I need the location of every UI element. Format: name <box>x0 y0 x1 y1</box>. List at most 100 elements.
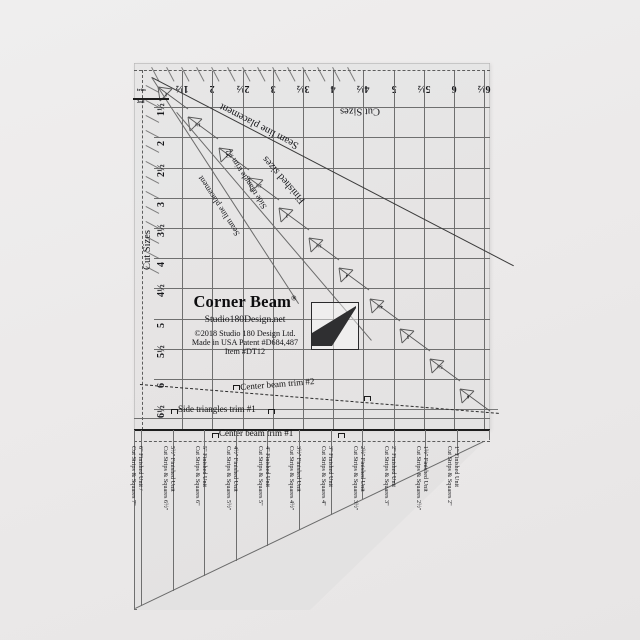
step-horizontal <box>166 288 378 290</box>
product-title: Corner Beam® <box>170 292 320 312</box>
bottom-unit-tick <box>235 430 237 441</box>
beam-triangle-logo-icon <box>311 302 359 350</box>
corner-2nd-label: 2nd <box>137 99 145 104</box>
left-tick-label: 4 <box>156 261 167 268</box>
bottom-unit-tick <box>299 430 300 441</box>
left-scale-gridline <box>154 107 490 108</box>
step-horizontal <box>166 409 499 410</box>
cb1-bracket-left <box>212 433 219 438</box>
center-beam-trim-1-dashline <box>134 441 490 442</box>
left-tick-label: 6½ <box>156 405 167 419</box>
product-copyright: ©2018 Studio 180 Design Ltd. <box>194 329 296 338</box>
cb2-bracket-left <box>233 385 240 390</box>
left-cut-sizes-label: Cut Sizes <box>142 230 153 270</box>
bottom-unit-tick <box>267 430 269 441</box>
bottom-unit-divider <box>267 441 269 546</box>
cb2-bracket-right <box>364 396 371 401</box>
left-tick-label: 2 <box>156 141 167 147</box>
bottom-unit-tick <box>425 430 427 441</box>
bottom-unit-cut: Cut Strips & Squares 4" <box>319 446 327 506</box>
finished-size-arrow-icon <box>218 147 249 170</box>
center-beam-trim-1-label: Center beam trim #1 <box>219 428 294 438</box>
bottom-unit-tick <box>204 430 205 441</box>
bottom-unit-finished: 4½" Finished Unit <box>232 446 240 492</box>
bottom-unit-cut: Cut Strips & Squares 6½" <box>161 446 169 511</box>
product-title-text: Corner Beam <box>193 292 292 311</box>
ruler-main-body <box>134 63 490 430</box>
step-horizontal <box>166 228 317 229</box>
corner-2nd-trim-bar <box>133 98 169 100</box>
finished-size-number: 3 <box>286 213 289 219</box>
bottom-unit-divider <box>330 441 332 516</box>
bottom-unit-divider <box>172 441 174 591</box>
top-scale-gridline <box>182 71 183 430</box>
left-tick-label: 5 <box>156 322 167 328</box>
bottom-unit-divider <box>141 441 142 607</box>
side-triangles-trim-1-label: Side triangles trim #1 <box>178 404 256 414</box>
corner-trim-label: trim <box>137 87 146 92</box>
step-horizontal <box>166 318 408 320</box>
bottom-unit-finished: 6" Finished Unit / <box>137 446 145 491</box>
finished-size-arrow-icon <box>187 116 219 140</box>
product-item-number: Item #DT12 <box>224 347 266 356</box>
top-scale-gridline <box>303 71 304 430</box>
step-vertical <box>303 83 304 234</box>
step-horizontal <box>166 258 348 259</box>
bottom-unit-cut: Cut Strips & Squares 4½" <box>287 446 295 511</box>
finished-size-arrow-icon <box>248 177 280 201</box>
step-horizontal <box>166 137 227 139</box>
left-dashed-edge <box>142 70 143 430</box>
left-tick-label: 5½ <box>156 344 167 358</box>
cb1-bracket-right <box>338 433 345 438</box>
bottom-unit-cut: Cut Strips & Squares 6" <box>193 446 201 506</box>
brand-block: Corner Beam® Studio180Design.net ©2018 S… <box>170 292 320 356</box>
left-scale-gridline <box>154 167 490 169</box>
finished-size-number: 5 <box>406 334 410 340</box>
finished-size-arrow-icon <box>399 328 431 352</box>
bottom-unit-divider <box>425 441 427 470</box>
product-website: Studio180Design.net <box>204 314 286 325</box>
bottom-unit-label: 6" Finished Unit /Cut Strips & Squares 7… <box>130 446 145 506</box>
side-triangles-trim-1-line <box>134 418 490 419</box>
top-scale-gridline <box>212 71 214 430</box>
bottom-unit-finished: 2½" Finished Unit <box>358 446 366 492</box>
left-tick-label: 4½ <box>156 284 167 298</box>
st1-bracket-left <box>171 409 178 414</box>
bottom-unit-divider <box>204 441 205 576</box>
left-scale-gridline <box>154 197 490 199</box>
bottom-unit-cut: Cut Strips & Squares 5" <box>256 446 264 506</box>
bottom-unit-finished: 1½" Finished Unit <box>421 446 429 492</box>
finished-size-number: 5½ <box>437 364 443 370</box>
bottom-unit-tick <box>393 430 395 441</box>
bottom-unit-cut: Cut Strips & Squares 2" <box>445 446 453 506</box>
product-origin: Made in USA Patent #D684,487 <box>191 338 299 347</box>
bottom-unit-tick <box>457 430 458 441</box>
bottom-unit-cut: Cut Strips & Squares 5½" <box>224 446 232 511</box>
bottom-unit-finished: 5½" Finished Unit <box>169 446 176 492</box>
bottom-unit-cut: Cut Strips & Squares 3" <box>382 446 390 506</box>
left-scale-gridline <box>154 228 490 229</box>
finished-size-arrow-icon <box>278 207 310 231</box>
finished-size-number: 1 <box>165 92 168 98</box>
step-vertical <box>484 83 485 416</box>
step-horizontal <box>166 379 468 380</box>
bottom-unit-finished: 3" Finished Unit <box>327 446 334 488</box>
bottom-unit-divider <box>457 441 458 455</box>
finished-size-number: 6 <box>467 394 470 400</box>
bottom-unit-cut: Cut Strips & Squares 2½" <box>414 446 422 511</box>
bottom-unit-divider <box>362 441 363 501</box>
finished-size-arrow-icon <box>459 388 491 412</box>
bottom-unit-tick <box>362 430 363 441</box>
bottom-unit-finished: 3½" Finished Unit <box>295 446 303 492</box>
left-scale-gridline <box>154 137 490 139</box>
finished-size-arrow-icon <box>429 358 461 382</box>
